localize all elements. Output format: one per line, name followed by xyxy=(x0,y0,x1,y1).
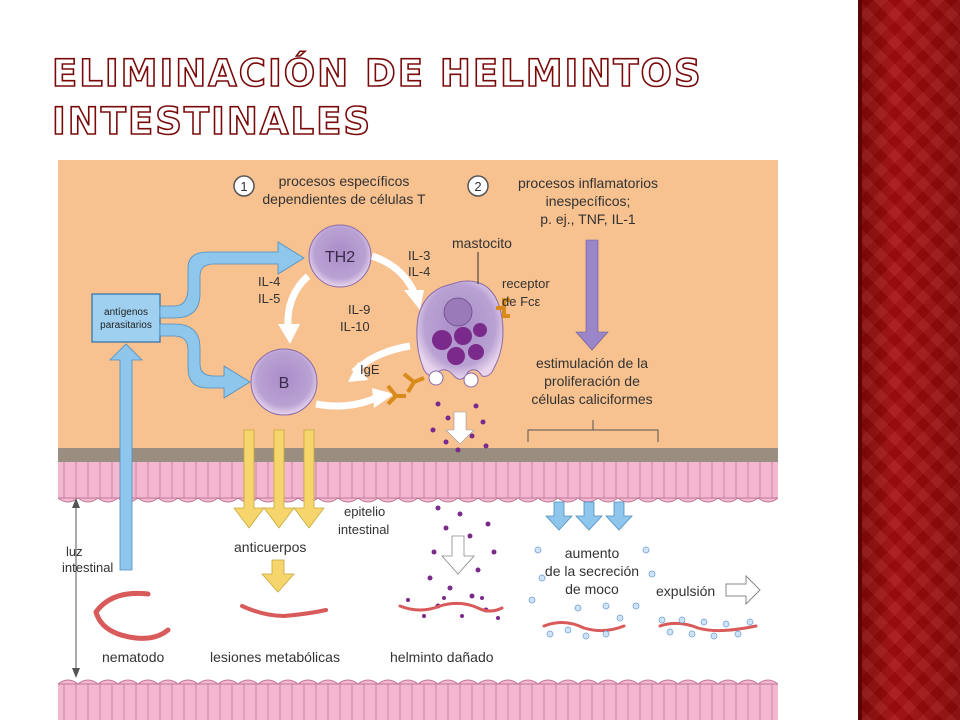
helminth-elimination-diagram: 1 procesos específicos dependientes de c… xyxy=(58,160,778,720)
mediators-arrow xyxy=(441,535,475,575)
stimulation-label-line1: estimulación de la xyxy=(536,355,648,371)
il9-to-b-arrowhead xyxy=(348,362,368,382)
damaged-helminth-label: helminto dañado xyxy=(390,649,494,665)
degranulation-vesicle xyxy=(428,370,444,386)
th2-to-mastocyte-arrow xyxy=(370,252,418,294)
mucus-coated-worm xyxy=(542,621,626,633)
basement-membrane xyxy=(58,448,778,462)
step-1-number: 1 xyxy=(240,179,247,194)
lumen-label-line2: intestinal xyxy=(62,560,113,575)
expulsion-arrow xyxy=(725,574,761,606)
mastocyte-granule xyxy=(454,327,472,345)
nematode-worm xyxy=(93,590,171,641)
lumen-arrow-bottom xyxy=(72,668,80,678)
damaged-helminth-worm xyxy=(398,601,504,613)
mucus-coat xyxy=(546,614,624,640)
nematode-label: nematodo xyxy=(102,649,164,665)
il4b-label: IL-4 xyxy=(408,264,430,279)
expelled-worm xyxy=(658,621,758,633)
ige-label: IgE xyxy=(360,362,380,377)
goblet-cells-bracket xyxy=(527,420,659,442)
mastocyte-granule xyxy=(473,323,487,337)
antigens-label-line1: antígenos xyxy=(104,307,148,318)
nematode-to-antigens-arrow xyxy=(109,343,143,571)
il3-label: IL-3 xyxy=(408,248,430,263)
decorative-side-band xyxy=(858,0,960,720)
lower-epithelium-edge xyxy=(58,679,778,685)
step-2-badge xyxy=(467,175,489,197)
step-2-label-line2: inespecíficos; xyxy=(546,193,631,209)
th2-cell xyxy=(308,224,372,288)
stimulation-label-line2: proliferación de xyxy=(544,373,640,389)
b-cell-label: B xyxy=(279,375,290,392)
antigens-label-line2: parasitarios xyxy=(100,320,152,331)
th2-to-mastocyte-arrowhead xyxy=(404,290,424,310)
ige-fc-receptor xyxy=(402,372,425,394)
b-to-ige-arrowhead xyxy=(372,388,394,408)
il4-label: IL-4 xyxy=(258,274,280,289)
damaged-helminth-dots xyxy=(406,596,500,620)
antibody-arrow xyxy=(233,429,265,529)
lower-epithelium xyxy=(58,684,778,720)
antibodies-label: anticuerpos xyxy=(234,539,306,555)
mucus-label-line1: aumento xyxy=(565,545,620,561)
mastocyte-label: mastocito xyxy=(452,235,512,251)
mucus-label-line2: de la secreción xyxy=(545,563,639,579)
released-mediators xyxy=(430,401,489,453)
metabolic-lesions-label: lesiones metabólicas xyxy=(210,649,340,665)
mastocyte-granule xyxy=(468,344,484,360)
mucus-arrow xyxy=(605,501,633,531)
epithelium-label-line2: intestinal xyxy=(338,522,389,537)
receptor-label-line1: receptor xyxy=(502,276,550,291)
il10-label: IL-10 xyxy=(340,319,370,334)
receptor-label-line2: de Fcε xyxy=(502,294,541,309)
step-2-label-line1: procesos inflamatorios xyxy=(518,175,658,191)
lumen-arrow-top xyxy=(72,498,80,508)
degranulation-arrow xyxy=(445,411,475,445)
mastocyte-granule xyxy=(447,347,465,365)
expelled-worm-mucus xyxy=(658,616,754,640)
stimulation-label-line3: células caliciformes xyxy=(531,391,652,407)
damaged-lesion-worm xyxy=(240,604,328,619)
th2-cell-label: TH2 xyxy=(325,249,355,266)
inflammation-arrow xyxy=(575,239,609,351)
antibody-arrow xyxy=(263,429,295,529)
antibody-arrow xyxy=(293,429,325,529)
antigen-to-th2-arrow xyxy=(159,241,305,319)
ige-antibody-icon xyxy=(386,384,406,406)
epithelium-label-line1: epitelio xyxy=(344,504,385,519)
b-to-ige-arrow xyxy=(315,394,378,410)
il5-label: IL-5 xyxy=(258,291,280,306)
mastocyte-granule xyxy=(432,330,452,350)
upper-epithelium xyxy=(58,462,778,498)
expulsion-label: expulsión xyxy=(656,583,715,599)
mucus-arrow xyxy=(545,501,573,531)
th2-to-b-arrowhead xyxy=(278,324,300,344)
mastocyte-nucleus xyxy=(443,297,473,327)
step-1-label-line2: dependientes de células T xyxy=(262,191,426,207)
lumen-label-line1: luz xyxy=(66,544,83,559)
b-cell xyxy=(250,348,318,416)
mucus-arrow xyxy=(575,501,603,531)
il9-label: IL-9 xyxy=(348,302,370,317)
step-1-label-line1: procesos específicos xyxy=(279,173,410,189)
slide-title: Eliminación de helmintos intestinales xyxy=(51,51,703,144)
mucus-droplets xyxy=(528,546,656,612)
degranulation-vesicle xyxy=(463,372,479,388)
th2-to-b-arrow xyxy=(284,273,311,329)
antigen-to-b-arrow xyxy=(159,323,251,399)
mucus-label-line3: de moco xyxy=(565,581,619,597)
fc-receptor xyxy=(496,298,510,318)
antibody-to-lesion-arrow xyxy=(261,559,295,593)
step-2-number: 2 xyxy=(474,179,481,194)
step-2-label-line3: p. ej., TNF, IL-1 xyxy=(540,211,636,227)
step-1-badge xyxy=(233,175,255,197)
antigens-box xyxy=(91,293,161,343)
